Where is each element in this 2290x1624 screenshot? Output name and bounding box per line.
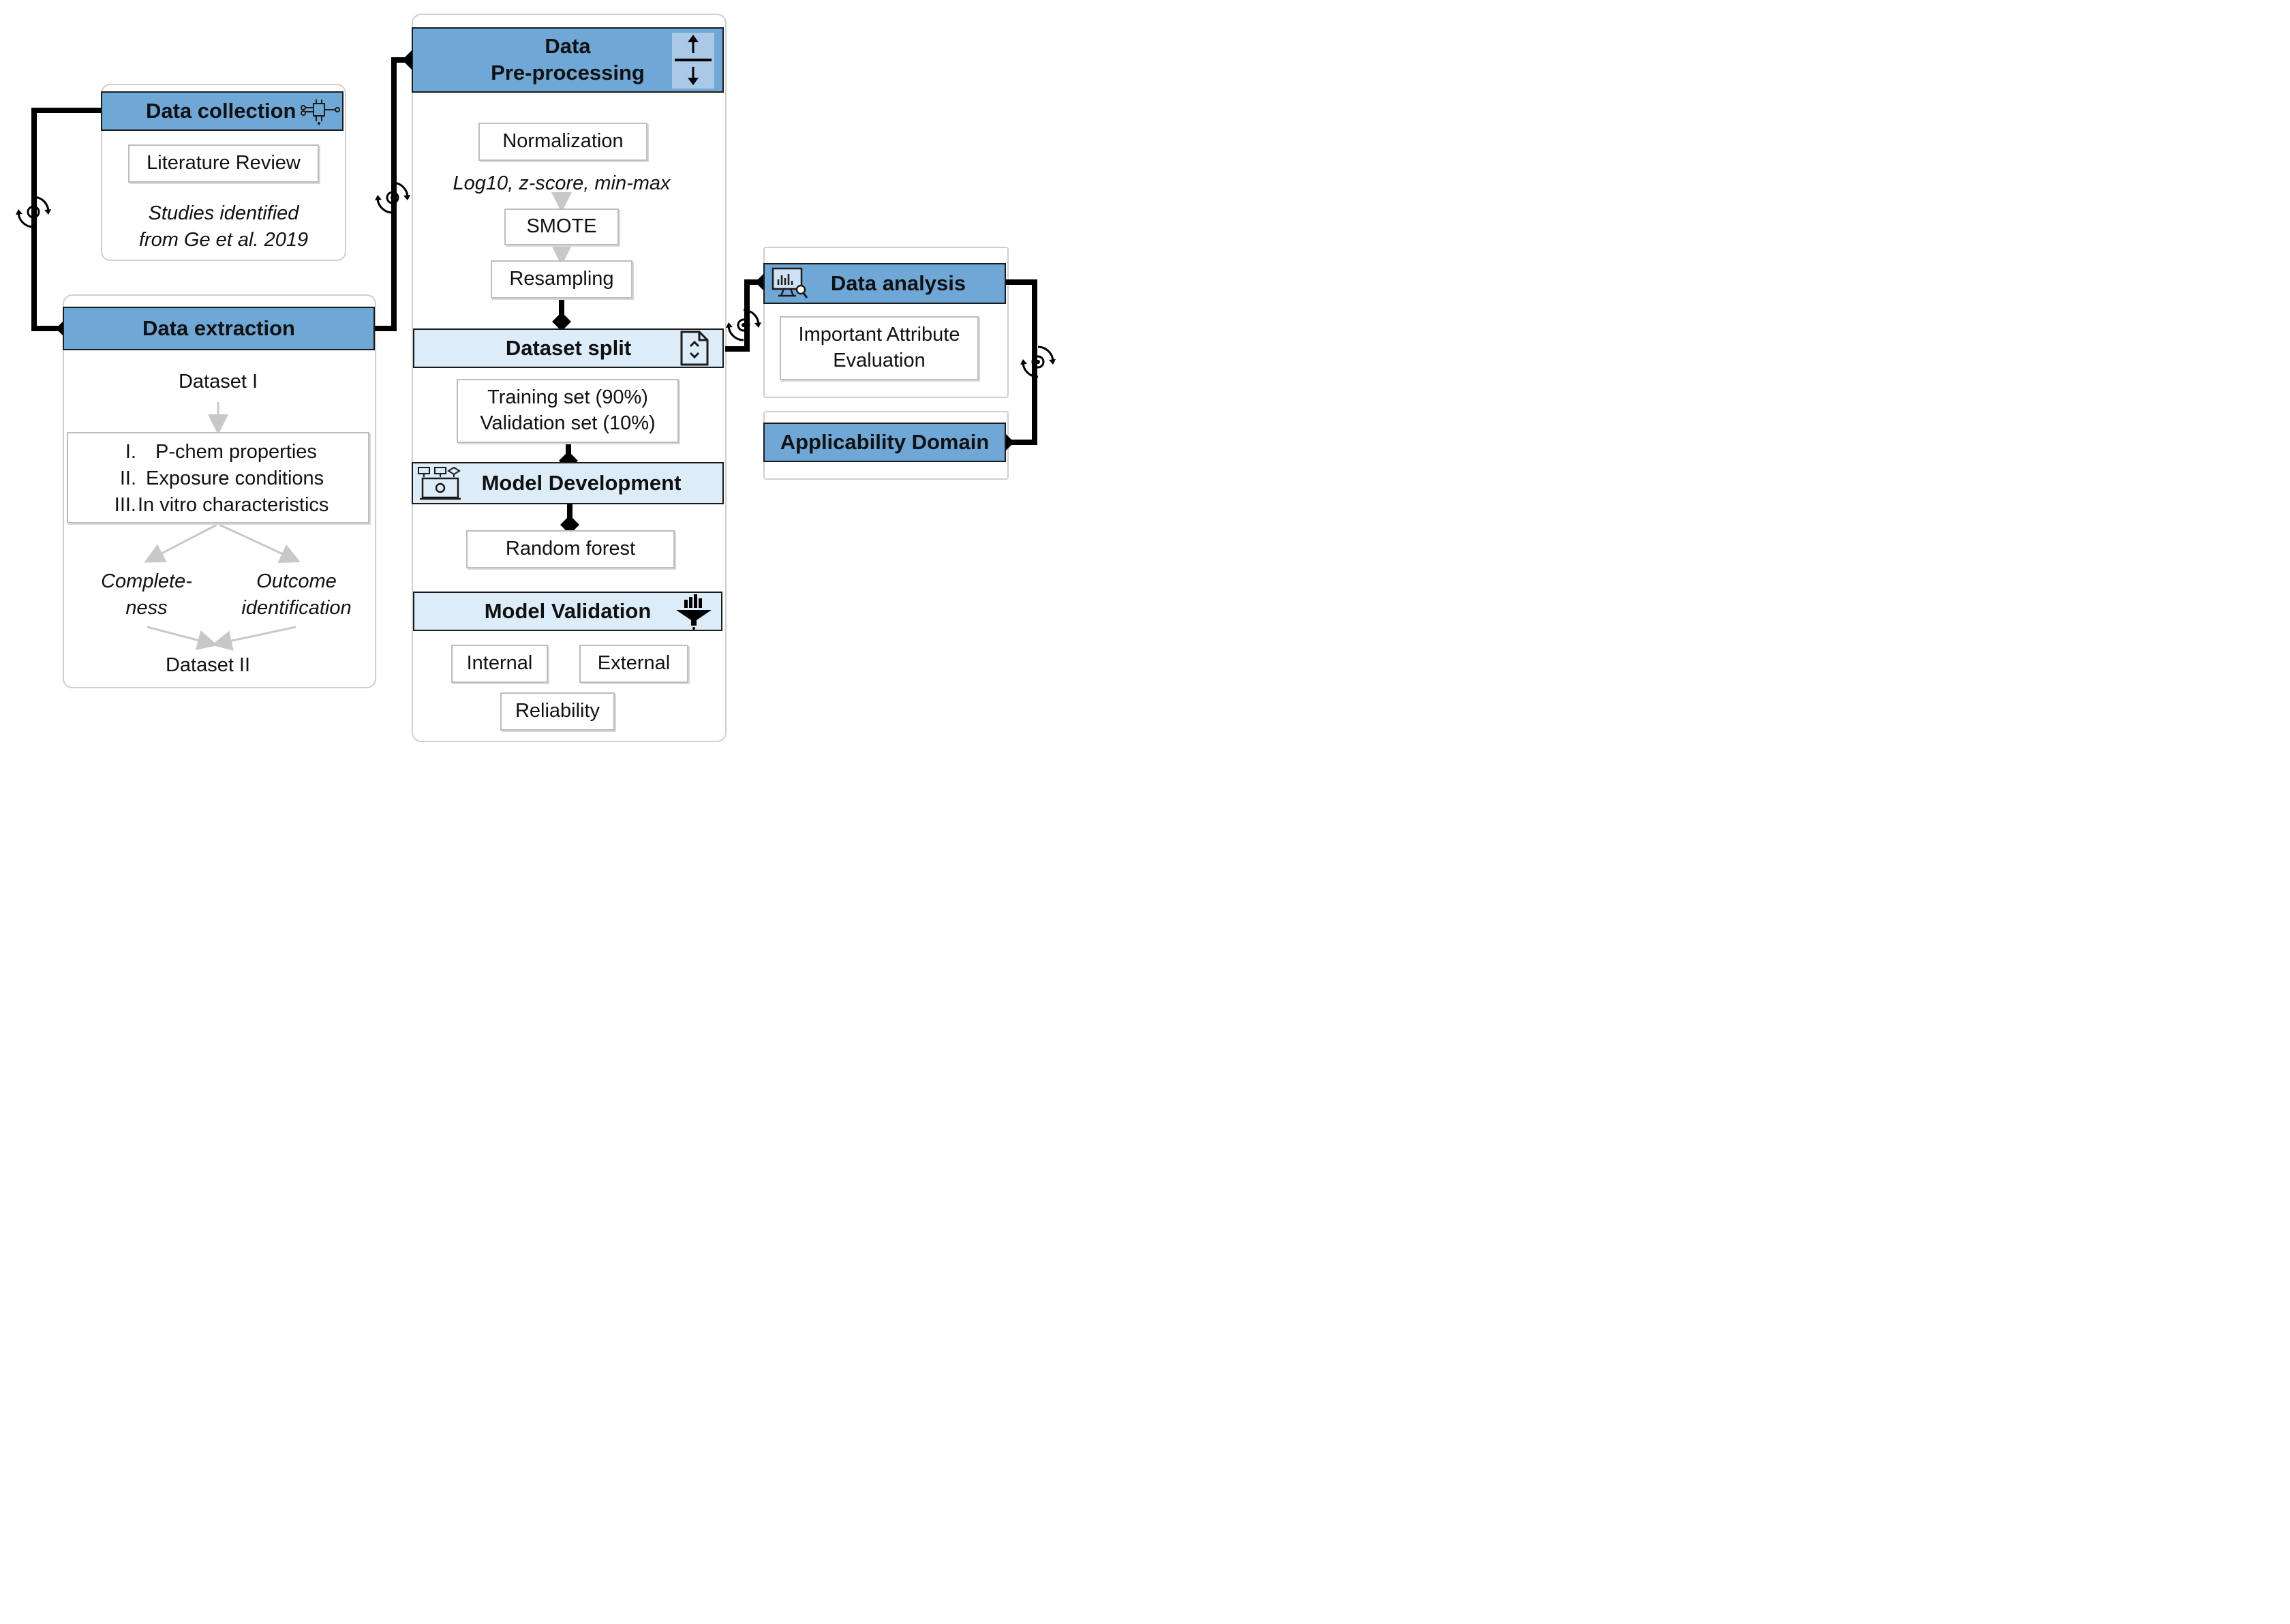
analysis-title: Data analysis xyxy=(830,271,966,295)
list-num: I. xyxy=(125,440,136,463)
dataset1-label: Dataset I xyxy=(178,371,258,393)
analysis-header: Data analysis xyxy=(763,263,1006,304)
preprocessing-title-line1: Data xyxy=(545,34,591,59)
collection-note-line2: from Ge et al. 2019 xyxy=(138,229,309,251)
resampling-box: Resampling xyxy=(491,260,632,298)
domain-title: Applicability Domain xyxy=(780,430,990,454)
completeness-label: Complete- ness xyxy=(82,568,211,622)
literature-review-label: Literature Review xyxy=(147,152,301,174)
train-validation-box: Training set (90%) Validation set (10%) xyxy=(457,379,679,443)
collection-title: Data collection xyxy=(146,99,296,123)
model-validation-title: Model Validation xyxy=(484,599,652,623)
extraction-header: Data extraction xyxy=(63,307,375,350)
outcome-line2: identification xyxy=(241,597,352,619)
internal-box: Internal xyxy=(451,645,548,683)
list-item: I. P-chem properties xyxy=(68,439,368,465)
validation-set-label: Validation set (10%) xyxy=(480,412,656,434)
model-development-header: Model Development xyxy=(412,462,724,504)
diamond-rf xyxy=(560,515,579,534)
arrow-outcome-dataset2 xyxy=(211,626,296,651)
list-num: II. xyxy=(119,467,136,489)
funnel-icon xyxy=(676,594,712,630)
preprocessing-title-line2: Pre-processing xyxy=(491,61,645,85)
collection-note: Studies identified from Ge et al. 2019 xyxy=(109,200,338,254)
cycle-gear-icon xyxy=(375,181,410,214)
internal-label: Internal xyxy=(466,652,533,675)
normalization-methods: Log10, z-score, min-max xyxy=(453,172,671,194)
attribute-evaluation-line2: Evaluation xyxy=(833,350,926,371)
cycle-gear-icon xyxy=(1020,346,1056,378)
outcome-label: Outcome identification xyxy=(225,568,368,622)
random-forest-label: Random forest xyxy=(505,538,636,560)
arrow-completeness-dataset2 xyxy=(147,626,218,650)
properties-list-box: I. P-chem properties II. Exposure condit… xyxy=(67,432,369,523)
circuit-icon xyxy=(301,99,340,125)
cycle-gear-icon xyxy=(16,196,51,228)
list-item: III. In vitro characteristics xyxy=(68,492,368,519)
literature-review-box: Literature Review xyxy=(128,144,319,183)
dataset-split-title: Dataset split xyxy=(505,336,632,360)
external-box: External xyxy=(579,645,688,683)
connector-collection-extraction xyxy=(31,108,102,331)
monitor-chart-icon xyxy=(772,267,808,298)
cycle-gear-icon xyxy=(726,309,761,341)
list-num: III. xyxy=(114,493,136,516)
list-item: II. Exposure conditions xyxy=(68,465,368,492)
diamond-split xyxy=(552,312,571,331)
external-label: External xyxy=(597,652,671,675)
arrow-list-completeness xyxy=(144,523,217,563)
domain-header: Applicability Domain xyxy=(763,423,1006,462)
workflow-icon xyxy=(418,466,461,500)
smote-box: SMOTE xyxy=(504,209,619,245)
file-sort-icon xyxy=(680,331,709,366)
resampling-label: Resampling xyxy=(509,268,614,290)
completeness-line2: ness xyxy=(125,597,168,619)
attribute-evaluation-line1: Important Attribute xyxy=(798,324,960,346)
preprocessing-header: Data Pre-processing xyxy=(412,27,724,93)
model-development-title: Model Development xyxy=(481,471,682,495)
reliability-label: Reliability xyxy=(515,700,600,722)
attribute-evaluation-box: Important Attribute Evaluation xyxy=(780,316,979,380)
normalization-label: Normalization xyxy=(502,130,624,153)
training-set-label: Training set (90%) xyxy=(487,386,648,409)
normalization-box: Normalization xyxy=(478,123,647,161)
dataset-split-header: Dataset split xyxy=(413,328,724,368)
random-forest-box: Random forest xyxy=(466,530,675,568)
arrow-list-outcome xyxy=(219,523,301,564)
reliability-box: Reliability xyxy=(500,692,615,731)
collection-header: Data collection xyxy=(101,91,344,131)
list-text: Exposure conditions xyxy=(146,467,324,489)
outcome-line1: Outcome xyxy=(256,570,337,592)
model-validation-header: Model Validation xyxy=(413,592,722,631)
sort-arrows-icon xyxy=(672,33,714,89)
connector-analysis-domain xyxy=(1006,279,1037,445)
completeness-line1: Complete- xyxy=(101,570,192,592)
list-text: P-chem properties xyxy=(155,440,317,463)
smote-label: SMOTE xyxy=(526,215,597,238)
collection-note-line1: Studies identified xyxy=(148,202,299,224)
extraction-title: Data extraction xyxy=(142,316,295,340)
dataset2-label: Dataset II xyxy=(165,654,251,676)
list-text: In vitro characteristics xyxy=(138,493,329,516)
